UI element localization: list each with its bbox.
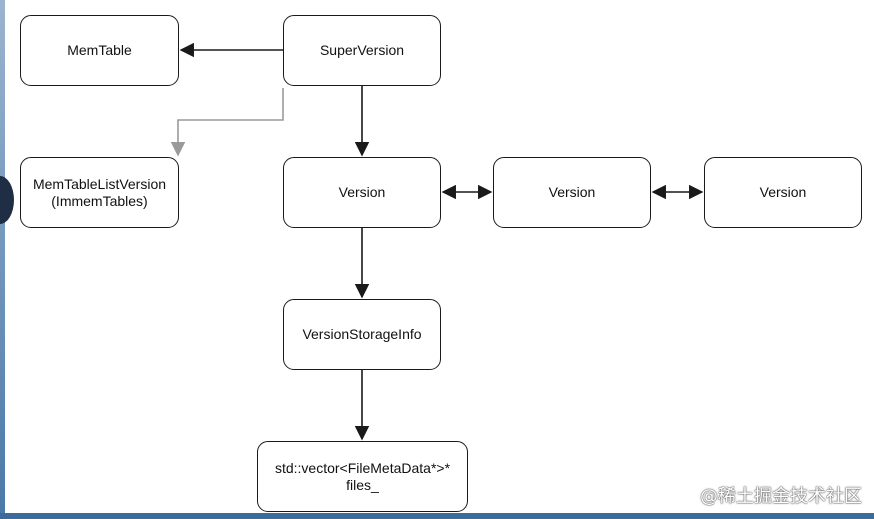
- node-versionstorageinfo-label: VersionStorageInfo: [302, 326, 422, 342]
- window-edge-dot: [0, 176, 14, 224]
- node-memtablelistversion-label: MemTableListVersion: [32, 175, 167, 192]
- node-memtablelistversion: MemTableListVersion (ImmemTables): [20, 157, 179, 228]
- window-edge-left: [0, 0, 5, 519]
- node-versionstorageinfo: VersionStorageInfo: [283, 299, 441, 370]
- node-version-middle: Version: [493, 157, 651, 228]
- node-version-current-label: Version: [338, 184, 386, 200]
- window-edge-bottom: [0, 513, 874, 519]
- node-version-middle-label: Version: [548, 184, 596, 200]
- node-version-current: Version: [283, 157, 441, 228]
- node-memtable: MemTable: [20, 15, 179, 86]
- node-files-vector-name: files_: [346, 476, 379, 493]
- node-files-vector: std::vector<FileMetaData*>* files_: [257, 441, 468, 512]
- node-superversion: SuperVersion: [283, 15, 441, 86]
- node-files-vector-type: std::vector<FileMetaData*>*: [274, 459, 451, 476]
- node-version-right-label: Version: [759, 184, 807, 200]
- node-version-right: Version: [704, 157, 862, 228]
- watermark-text: @稀土掘金技术社区: [700, 486, 862, 507]
- node-memtable-label: MemTable: [67, 42, 132, 58]
- node-memtablelistversion-sublabel: (ImmemTables): [51, 192, 148, 209]
- node-superversion-label: SuperVersion: [319, 42, 405, 58]
- edge-superversion-memtablelist: [170, 88, 284, 157]
